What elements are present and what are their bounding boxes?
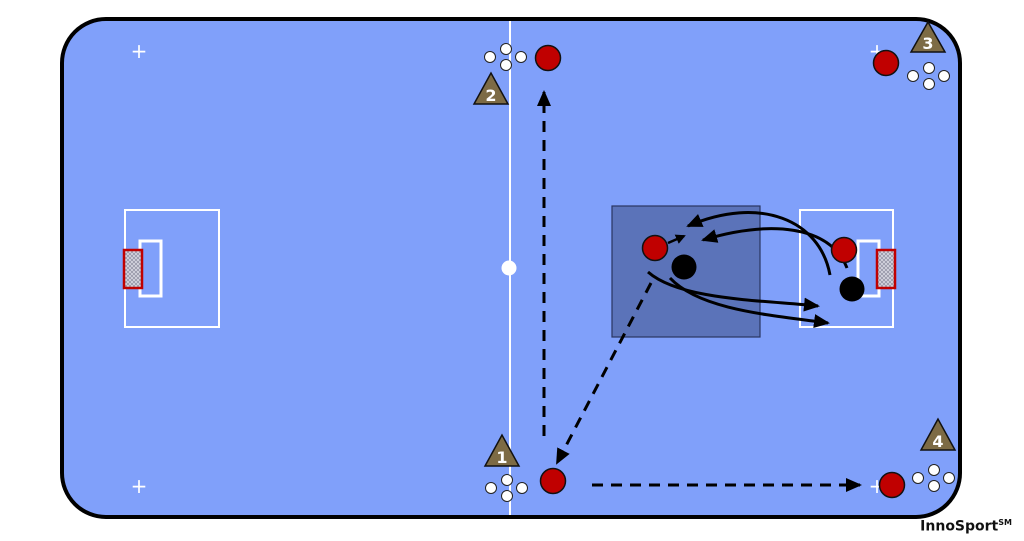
player-circle-icon [534,44,562,72]
goal-icon [875,248,897,290]
ball-icon [501,490,513,502]
ball-icon [928,480,940,492]
center-spot [501,260,517,276]
player-circle-icon [641,234,669,262]
triangle-cone-icon [919,417,957,451]
ball-icon [912,472,924,484]
ball-icon [515,51,527,63]
triangle-cone-icon [483,433,521,467]
short-arrow [667,234,686,245]
ball-icon [928,464,940,476]
ball-icon [943,472,955,484]
defender-circle-icon [839,276,865,302]
ball-icon [500,59,512,71]
cone-label: 2 [485,86,496,105]
ball-cluster-top-right [907,62,950,90]
plus-icon: + [131,39,148,63]
ball-icon [923,62,935,74]
ball-icon [501,474,513,486]
ball-cluster-bottom-right [912,464,955,492]
player-circle-icon [830,236,858,264]
cone-1: 1 [483,433,521,467]
player-circle-icon [878,471,906,499]
ball-cluster-bottom-center [485,474,528,502]
cone-label: 3 [922,34,933,53]
cone-2: 2 [472,71,510,105]
triangle-cone-icon [472,71,510,105]
cone-label: 1 [496,448,507,467]
ball-icon [485,482,497,494]
ball-cluster-top-center [484,43,527,71]
player-circle-icon [872,49,900,77]
cone-4: 4 [919,417,957,451]
ball-icon [500,43,512,55]
curved-arrow-4 [668,276,830,329]
defender-circle-icon [671,254,697,280]
triangle-cone-icon [909,20,947,53]
curved-arrow-1 [686,211,832,276]
plus-icon: + [131,474,148,498]
brand-logo: InnoSportSM [920,518,1012,535]
ball-icon [938,70,950,82]
player-circle-icon [539,467,567,495]
cone-3: 3 [909,20,947,53]
ball-icon [516,482,528,494]
brand-mark: SM [998,518,1012,528]
ball-icon [907,70,919,82]
goal-icon [122,248,144,290]
dashed-run-arrow-diagonal [555,282,653,465]
brand-name: InnoSport [920,519,999,535]
ball-icon [923,78,935,90]
cone-label: 4 [932,432,943,451]
ball-icon [484,51,496,63]
curved-arrow-3 [647,270,820,312]
